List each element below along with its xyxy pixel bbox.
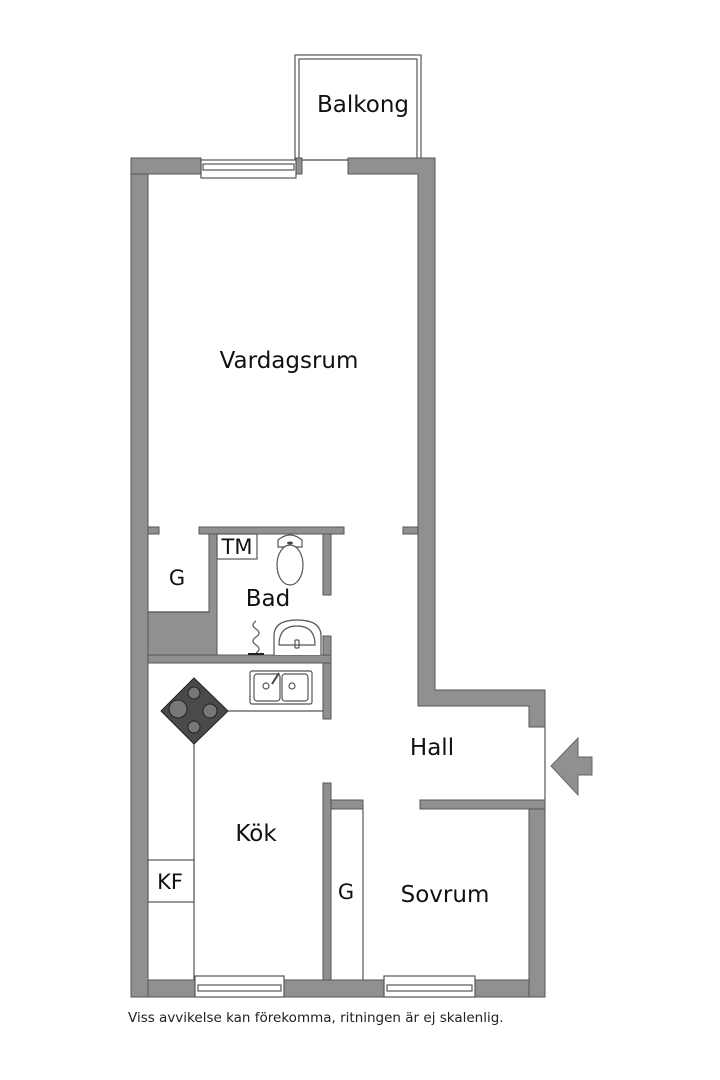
room-label-vardagsrum: Vardagsrum	[219, 348, 359, 374]
entrance-arrow-icon	[550, 736, 593, 797]
room-label-sovrum: Sovrum	[400, 882, 490, 908]
closet-outlines	[148, 533, 364, 980]
double-sink-icon	[249, 670, 313, 705]
washbasin-icon	[273, 619, 322, 655]
interior-walls	[147, 526, 419, 981]
towel-rail-icon	[248, 620, 264, 655]
disclaimer-text: Viss avvikelse kan förekomma, ritningen …	[128, 1010, 504, 1026]
window-kitchen	[194, 975, 285, 998]
room-label-hall: Hall	[409, 735, 455, 761]
room-label-kok: Kök	[235, 821, 277, 847]
toilet-icon	[276, 534, 304, 586]
stove-icon	[160, 677, 229, 745]
room-label-tm: TM	[221, 535, 253, 559]
room-label-g-upper: G	[168, 566, 186, 590]
window-top	[200, 159, 297, 179]
window-bedroom	[383, 975, 476, 998]
room-label-g-lower: G	[337, 880, 355, 904]
room-label-kf: KF	[157, 870, 183, 894]
kitchen-counter	[147, 710, 323, 980]
room-label-bad: Bad	[245, 586, 291, 612]
room-label-balkong: Balkong	[316, 92, 410, 118]
